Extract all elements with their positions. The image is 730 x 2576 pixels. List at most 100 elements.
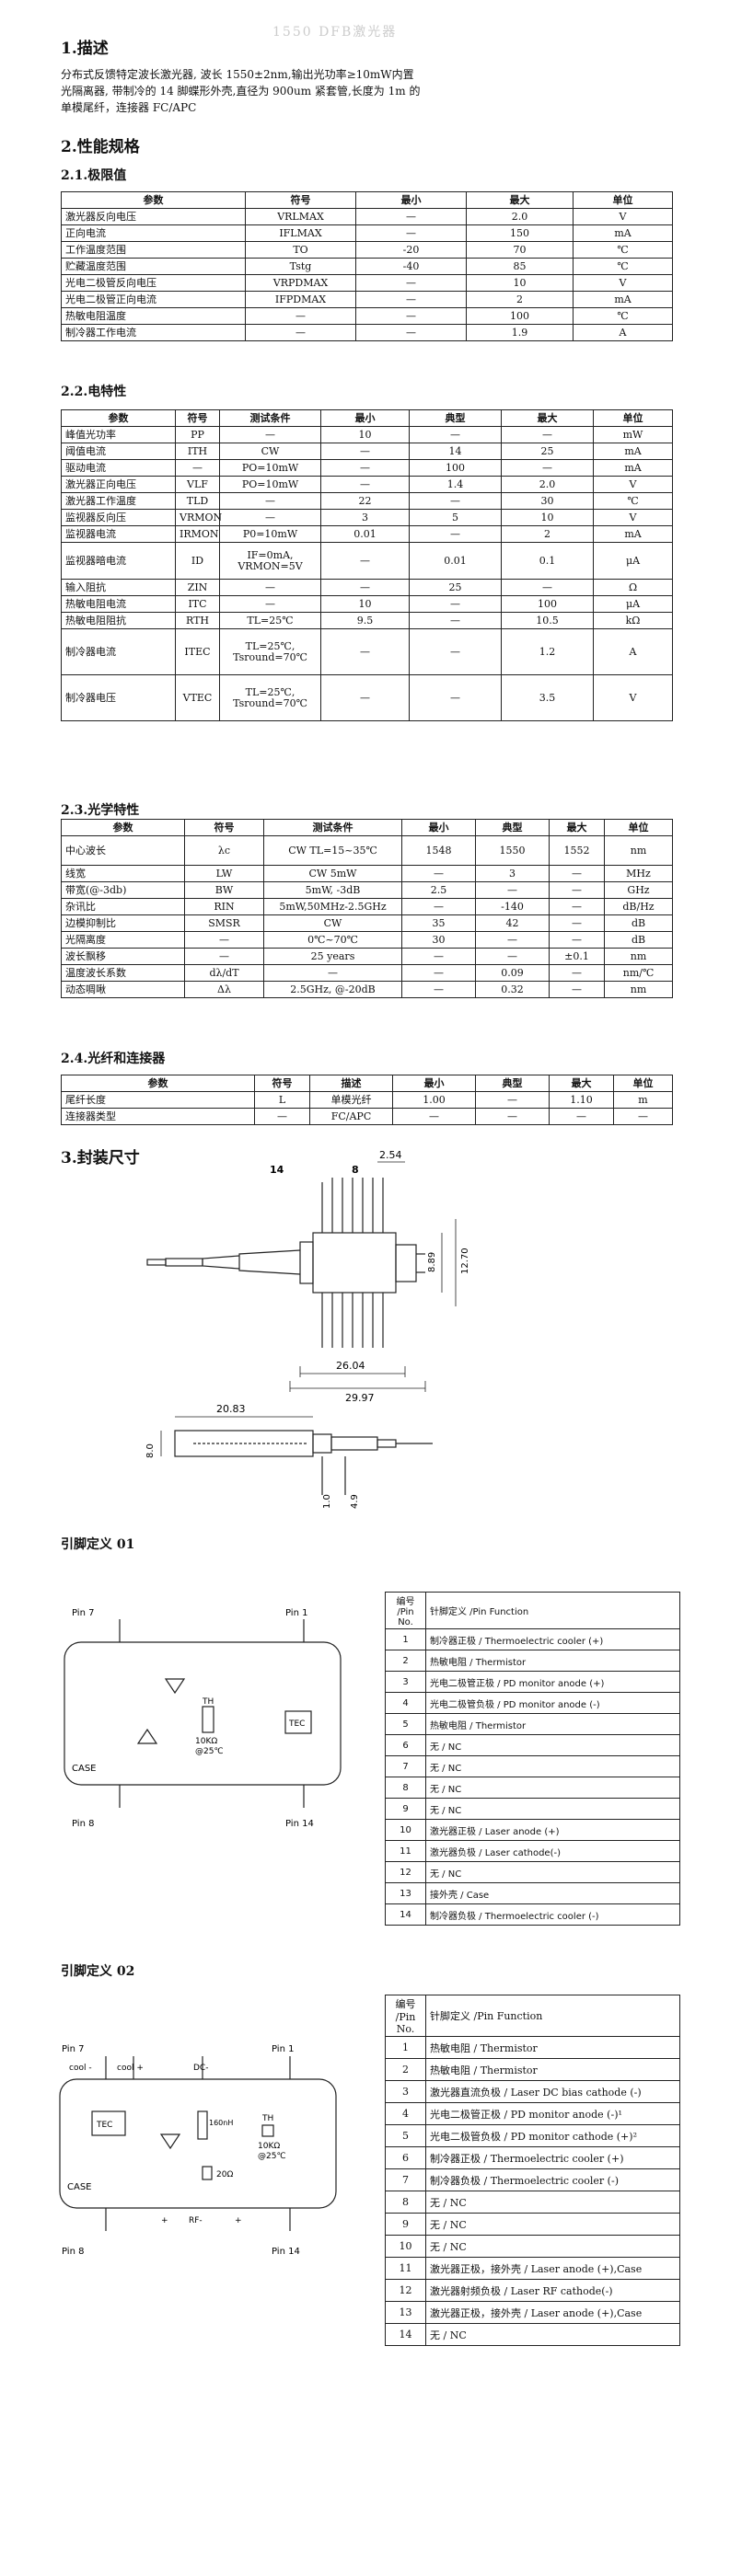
table-cell: — <box>355 291 467 308</box>
table-cell: ZIN <box>175 579 220 596</box>
table-cell: mA <box>593 459 673 477</box>
table-cell: 70 <box>466 241 574 259</box>
table-cell: CW <box>219 443 321 460</box>
table-cell: — <box>409 595 502 613</box>
table-cell: 25 <box>501 443 594 460</box>
table-cell: 0.01 <box>409 542 502 580</box>
table-cell: 无 / NC <box>425 2235 680 2258</box>
table-cell: 无 / NC <box>425 1861 680 1883</box>
table-cell: 1552 <box>549 835 605 866</box>
thermistor-value: 10KΩ <box>195 1737 217 1746</box>
table-cell: — <box>219 595 321 613</box>
table-cell: 制冷器电压 <box>61 674 176 721</box>
table-cell: 14 <box>409 443 502 460</box>
table-cell: CW <box>263 914 402 932</box>
table-cell: 热敏电阻阻抗 <box>61 612 176 629</box>
table-cell: IF=0mA, VRMON=5V <box>219 542 321 580</box>
table-cell: kΩ <box>593 612 673 629</box>
table-cell: μA <box>593 595 673 613</box>
table-cell: 2.0 <box>501 476 594 493</box>
pinout2-diagram: Pin 7 Pin 1 Pin 8 Pin 14 cool - cool + D… <box>59 2044 337 2257</box>
section-specs-title: 2.性能规格 <box>61 138 140 156</box>
table-cell: FC/APC <box>309 1108 393 1125</box>
table-cell: — <box>219 492 321 510</box>
table-cell: — <box>184 948 264 965</box>
table-cell: 无 / NC <box>425 1734 680 1756</box>
column-header: 最小 <box>355 191 467 209</box>
plus-label: + <box>235 2216 242 2225</box>
pin-label: Pin 7 <box>72 1608 94 1618</box>
table-cell: 5 <box>385 1713 426 1735</box>
description-line: 分布式反馈特定波长激光器, 波长 1550±2nm,输出光功率≥10mW内置 <box>61 68 414 81</box>
table-cell: Ω <box>593 579 673 596</box>
table-cell: CW TL=15~35℃ <box>263 835 402 866</box>
thermistor-value: 10KΩ <box>258 2142 280 2151</box>
table-cell: 2 <box>466 291 574 308</box>
table-cell: 1550 <box>475 835 550 866</box>
table-cell: nm <box>604 948 673 965</box>
table-cell: TO <box>245 241 356 259</box>
table-cell: 线宽 <box>61 865 185 882</box>
table-cell: 正向电流 <box>61 224 246 242</box>
table-cell: 0℃~70℃ <box>263 931 402 949</box>
table-cell: L <box>254 1091 310 1109</box>
table-cell: — <box>355 208 467 225</box>
table-cell: V <box>573 208 673 225</box>
plus-label: + <box>161 2216 168 2225</box>
fiber-title: 2.4.光纤和连接器 <box>61 1052 166 1066</box>
table-cell: 4 <box>385 1692 426 1714</box>
table-cell: 6 <box>385 1734 426 1756</box>
table-header-row: 参数符号测试条件最小典型最大单位 <box>61 409 673 427</box>
table-cell: 激光器正向电压 <box>61 476 176 493</box>
pinout1-diagram: Pin 7 Pin 1 Pin 8 Pin 14 TH 10KΩ @25℃ TE… <box>64 1608 342 1829</box>
table-cell: 5 <box>409 509 502 526</box>
column-header: 符号 <box>175 409 220 427</box>
dim-lead-length: 4.9 <box>350 1494 360 1509</box>
table-cell: 边模抑制比 <box>61 914 185 932</box>
table-cell: — <box>501 579 594 596</box>
table-cell: 10 <box>320 426 410 443</box>
pin-label: Pin 1 <box>272 2044 294 2054</box>
table-cell: 激光器反向电压 <box>61 208 246 225</box>
table-cell: 1.10 <box>549 1091 614 1109</box>
tec-label: TEC <box>288 1719 305 1729</box>
section-description-title: 1.描述 <box>61 40 109 58</box>
table-cell: — <box>409 674 502 721</box>
table-cell: 制冷器正极 / Thermoelectric cooler (+) <box>425 2146 680 2169</box>
table-cell: PO=10mW <box>219 476 321 493</box>
table-cell: ID <box>175 542 220 580</box>
thermistor-label: TH <box>261 2114 273 2123</box>
table-cell: 激光器正极，接外壳 / Laser anode (+),Case <box>425 2301 680 2324</box>
table-cell: — <box>549 1108 614 1125</box>
table-cell: 10.5 <box>501 612 594 629</box>
table-cell: nm <box>604 981 673 998</box>
table-cell: 10 <box>466 274 574 292</box>
table-cell: IFPDMAX <box>245 291 356 308</box>
table-cell: 带宽(@-3db) <box>61 881 185 899</box>
table-cell: mA <box>573 291 673 308</box>
table-cell: — <box>320 459 410 477</box>
limits-title: 2.1.极限值 <box>61 168 127 183</box>
table-cell: VRPDMAX <box>245 274 356 292</box>
table-cell: SMSR <box>184 914 264 932</box>
table-cell: 5 <box>385 2124 426 2147</box>
dim-total: 29.97 <box>345 1392 375 1404</box>
table-cell: 激光器工作温度 <box>61 492 176 510</box>
table-cell: 杂讯比 <box>61 898 185 915</box>
table-cell: PP <box>175 426 220 443</box>
package-drawing: 14 8 2.54 8.89 12.70 26.04 29.97 20.83 8… <box>145 1149 470 1509</box>
inductor-label: 160nH <box>209 2119 233 2127</box>
table-cell: 5mW,50MHz-2.5GHz <box>263 898 402 915</box>
table-cell: — <box>245 307 356 325</box>
